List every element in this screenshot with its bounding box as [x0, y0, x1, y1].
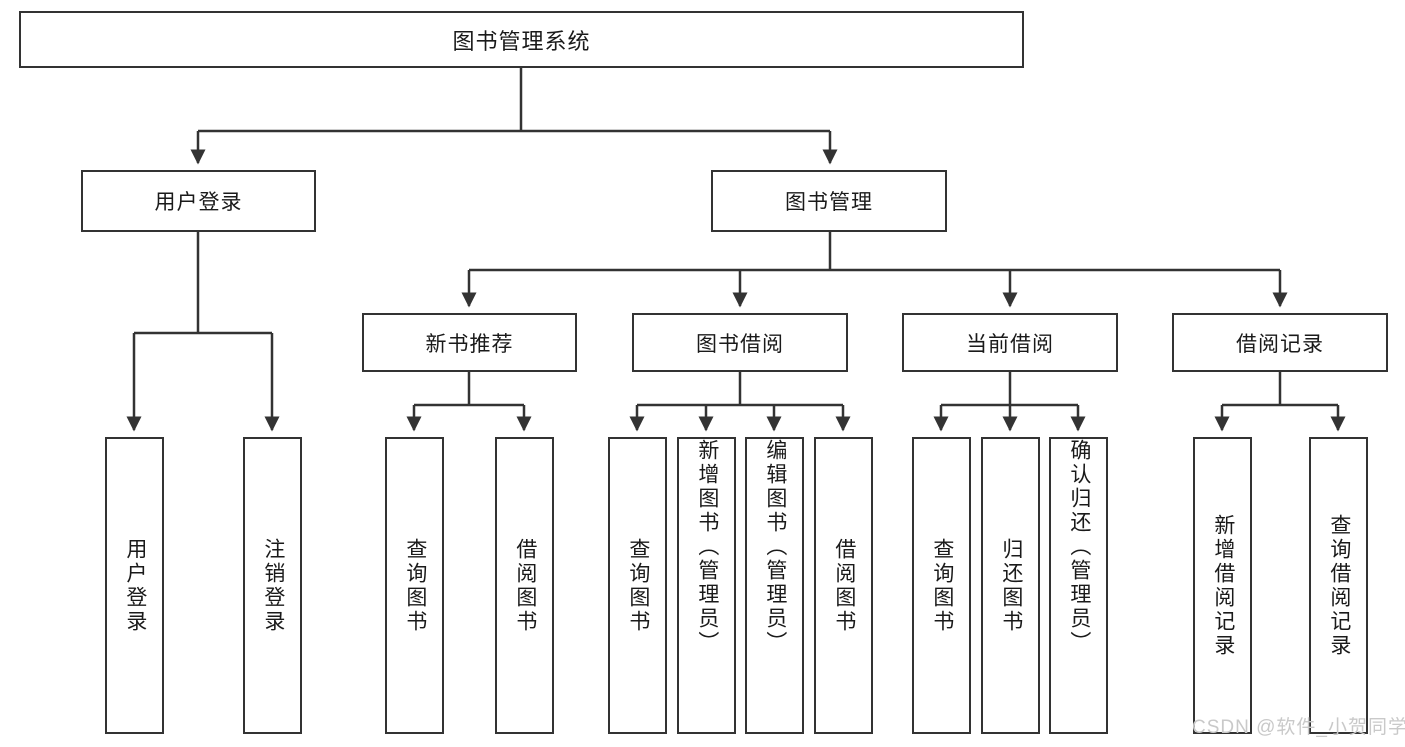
- leaf-logout[interactable]: 注销登录: [243, 437, 302, 734]
- node-book-borrow[interactable]: 图书借阅: [632, 313, 848, 372]
- node-new-book-recommend[interactable]: 新书推荐: [362, 313, 577, 372]
- leaf-query-book-borrow[interactable]: 查询图书: [608, 437, 667, 734]
- node-label: 图书借阅: [696, 332, 784, 356]
- node-current-borrow[interactable]: 当前借阅: [902, 313, 1118, 372]
- leaf-label: 查询借阅记录: [1327, 513, 1351, 658]
- leaf-label: 用户登录: [123, 537, 147, 634]
- leaf-label: 确认归还（管理员）: [1067, 439, 1091, 655]
- leaf-edit-book-admin[interactable]: 编辑图书（管理员）: [745, 437, 804, 734]
- node-label: 图书管理系统: [452, 28, 591, 54]
- node-book-management[interactable]: 图书管理: [711, 170, 947, 232]
- node-user-login[interactable]: 用户登录: [81, 170, 316, 232]
- leaf-label: 新增借阅记录: [1211, 513, 1235, 658]
- leaf-label: 查询图书: [403, 537, 427, 634]
- leaf-label: 查询图书: [626, 537, 650, 634]
- leaf-add-book-admin[interactable]: 新增图书（管理员）: [677, 437, 736, 734]
- leaf-label: 借阅图书: [513, 537, 537, 634]
- leaf-query-book-current[interactable]: 查询图书: [912, 437, 971, 734]
- leaf-label: 查询图书: [930, 537, 954, 634]
- leaf-query-borrow-record[interactable]: 查询借阅记录: [1309, 437, 1368, 734]
- leaf-label: 借阅图书: [832, 537, 856, 634]
- node-borrow-record[interactable]: 借阅记录: [1172, 313, 1388, 372]
- leaf-return-book[interactable]: 归还图书: [981, 437, 1040, 734]
- leaf-borrow-book[interactable]: 借阅图书: [814, 437, 873, 734]
- node-label: 借阅记录: [1236, 332, 1324, 356]
- node-label: 用户登录: [154, 191, 243, 214]
- leaf-confirm-return-admin[interactable]: 确认归还（管理员）: [1049, 437, 1108, 734]
- node-root-book-management-system[interactable]: 图书管理系统: [19, 11, 1024, 68]
- leaf-user-login[interactable]: 用户登录: [105, 437, 164, 734]
- leaf-label: 注销登录: [261, 537, 285, 634]
- leaf-label: 编辑图书（管理员）: [763, 439, 787, 655]
- leaf-query-book-recommend[interactable]: 查询图书: [385, 437, 444, 734]
- leaf-label: 新增图书（管理员）: [695, 439, 719, 655]
- leaf-borrow-book-recommend[interactable]: 借阅图书: [495, 437, 554, 734]
- node-label: 新书推荐: [425, 332, 514, 356]
- node-label: 图书管理: [785, 191, 873, 214]
- leaf-add-borrow-record[interactable]: 新增借阅记录: [1193, 437, 1252, 734]
- leaf-label: 归还图书: [999, 537, 1023, 634]
- node-label: 当前借阅: [966, 332, 1054, 356]
